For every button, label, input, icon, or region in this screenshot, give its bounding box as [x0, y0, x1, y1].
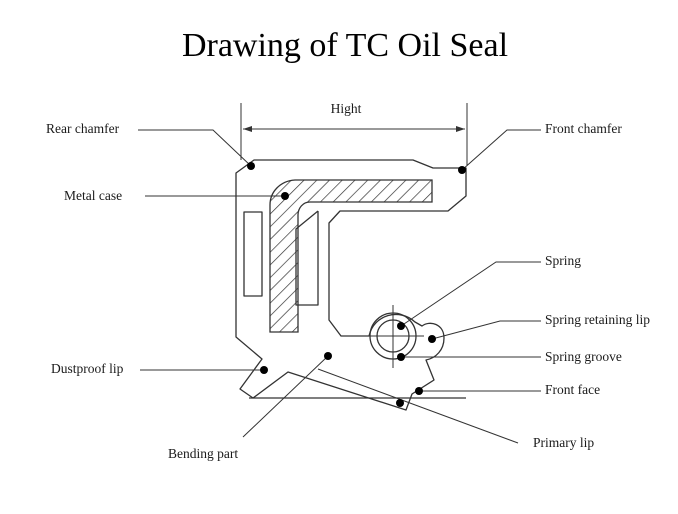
label-metal-case: Metal case: [64, 188, 122, 203]
rear-chamfer-dot: [247, 162, 255, 170]
label-bending-part: Bending part: [168, 446, 238, 461]
bending-part-dot: [324, 352, 332, 360]
spring-dot: [397, 322, 405, 330]
leader-lines: [138, 129, 541, 444]
diagram-title: Drawing of TC Oil Seal: [182, 27, 508, 64]
front-chamfer-dot: [458, 166, 466, 174]
metal-case-shape: [269, 179, 433, 333]
label-spring: Spring: [545, 253, 581, 268]
label-dustproof-lip: Dustproof lip: [51, 361, 124, 376]
seal-outline: [235, 159, 467, 411]
label-spring-retaining-lip: Spring retaining lip: [545, 312, 650, 327]
metal-case-dot: [281, 192, 289, 200]
dustproof-lip-dot: [260, 366, 268, 374]
front-face-dot: [415, 387, 423, 395]
label-rear-chamfer: Rear chamfer: [46, 121, 120, 136]
spring-retaining-lip-dot: [428, 335, 436, 343]
primary-lip-dot: [396, 399, 404, 407]
label-front-chamfer: Front chamfer: [545, 121, 622, 136]
spring-shape: [363, 305, 424, 368]
height-dimension: Hight: [240, 101, 468, 165]
spring-groove-dot: [397, 353, 405, 361]
marker-dots: [247, 162, 466, 407]
label-spring-groove: Spring groove: [545, 349, 622, 364]
label-primary-lip: Primary lip: [533, 435, 594, 450]
label-front-face: Front face: [545, 382, 600, 397]
height-label: Hight: [331, 101, 362, 116]
